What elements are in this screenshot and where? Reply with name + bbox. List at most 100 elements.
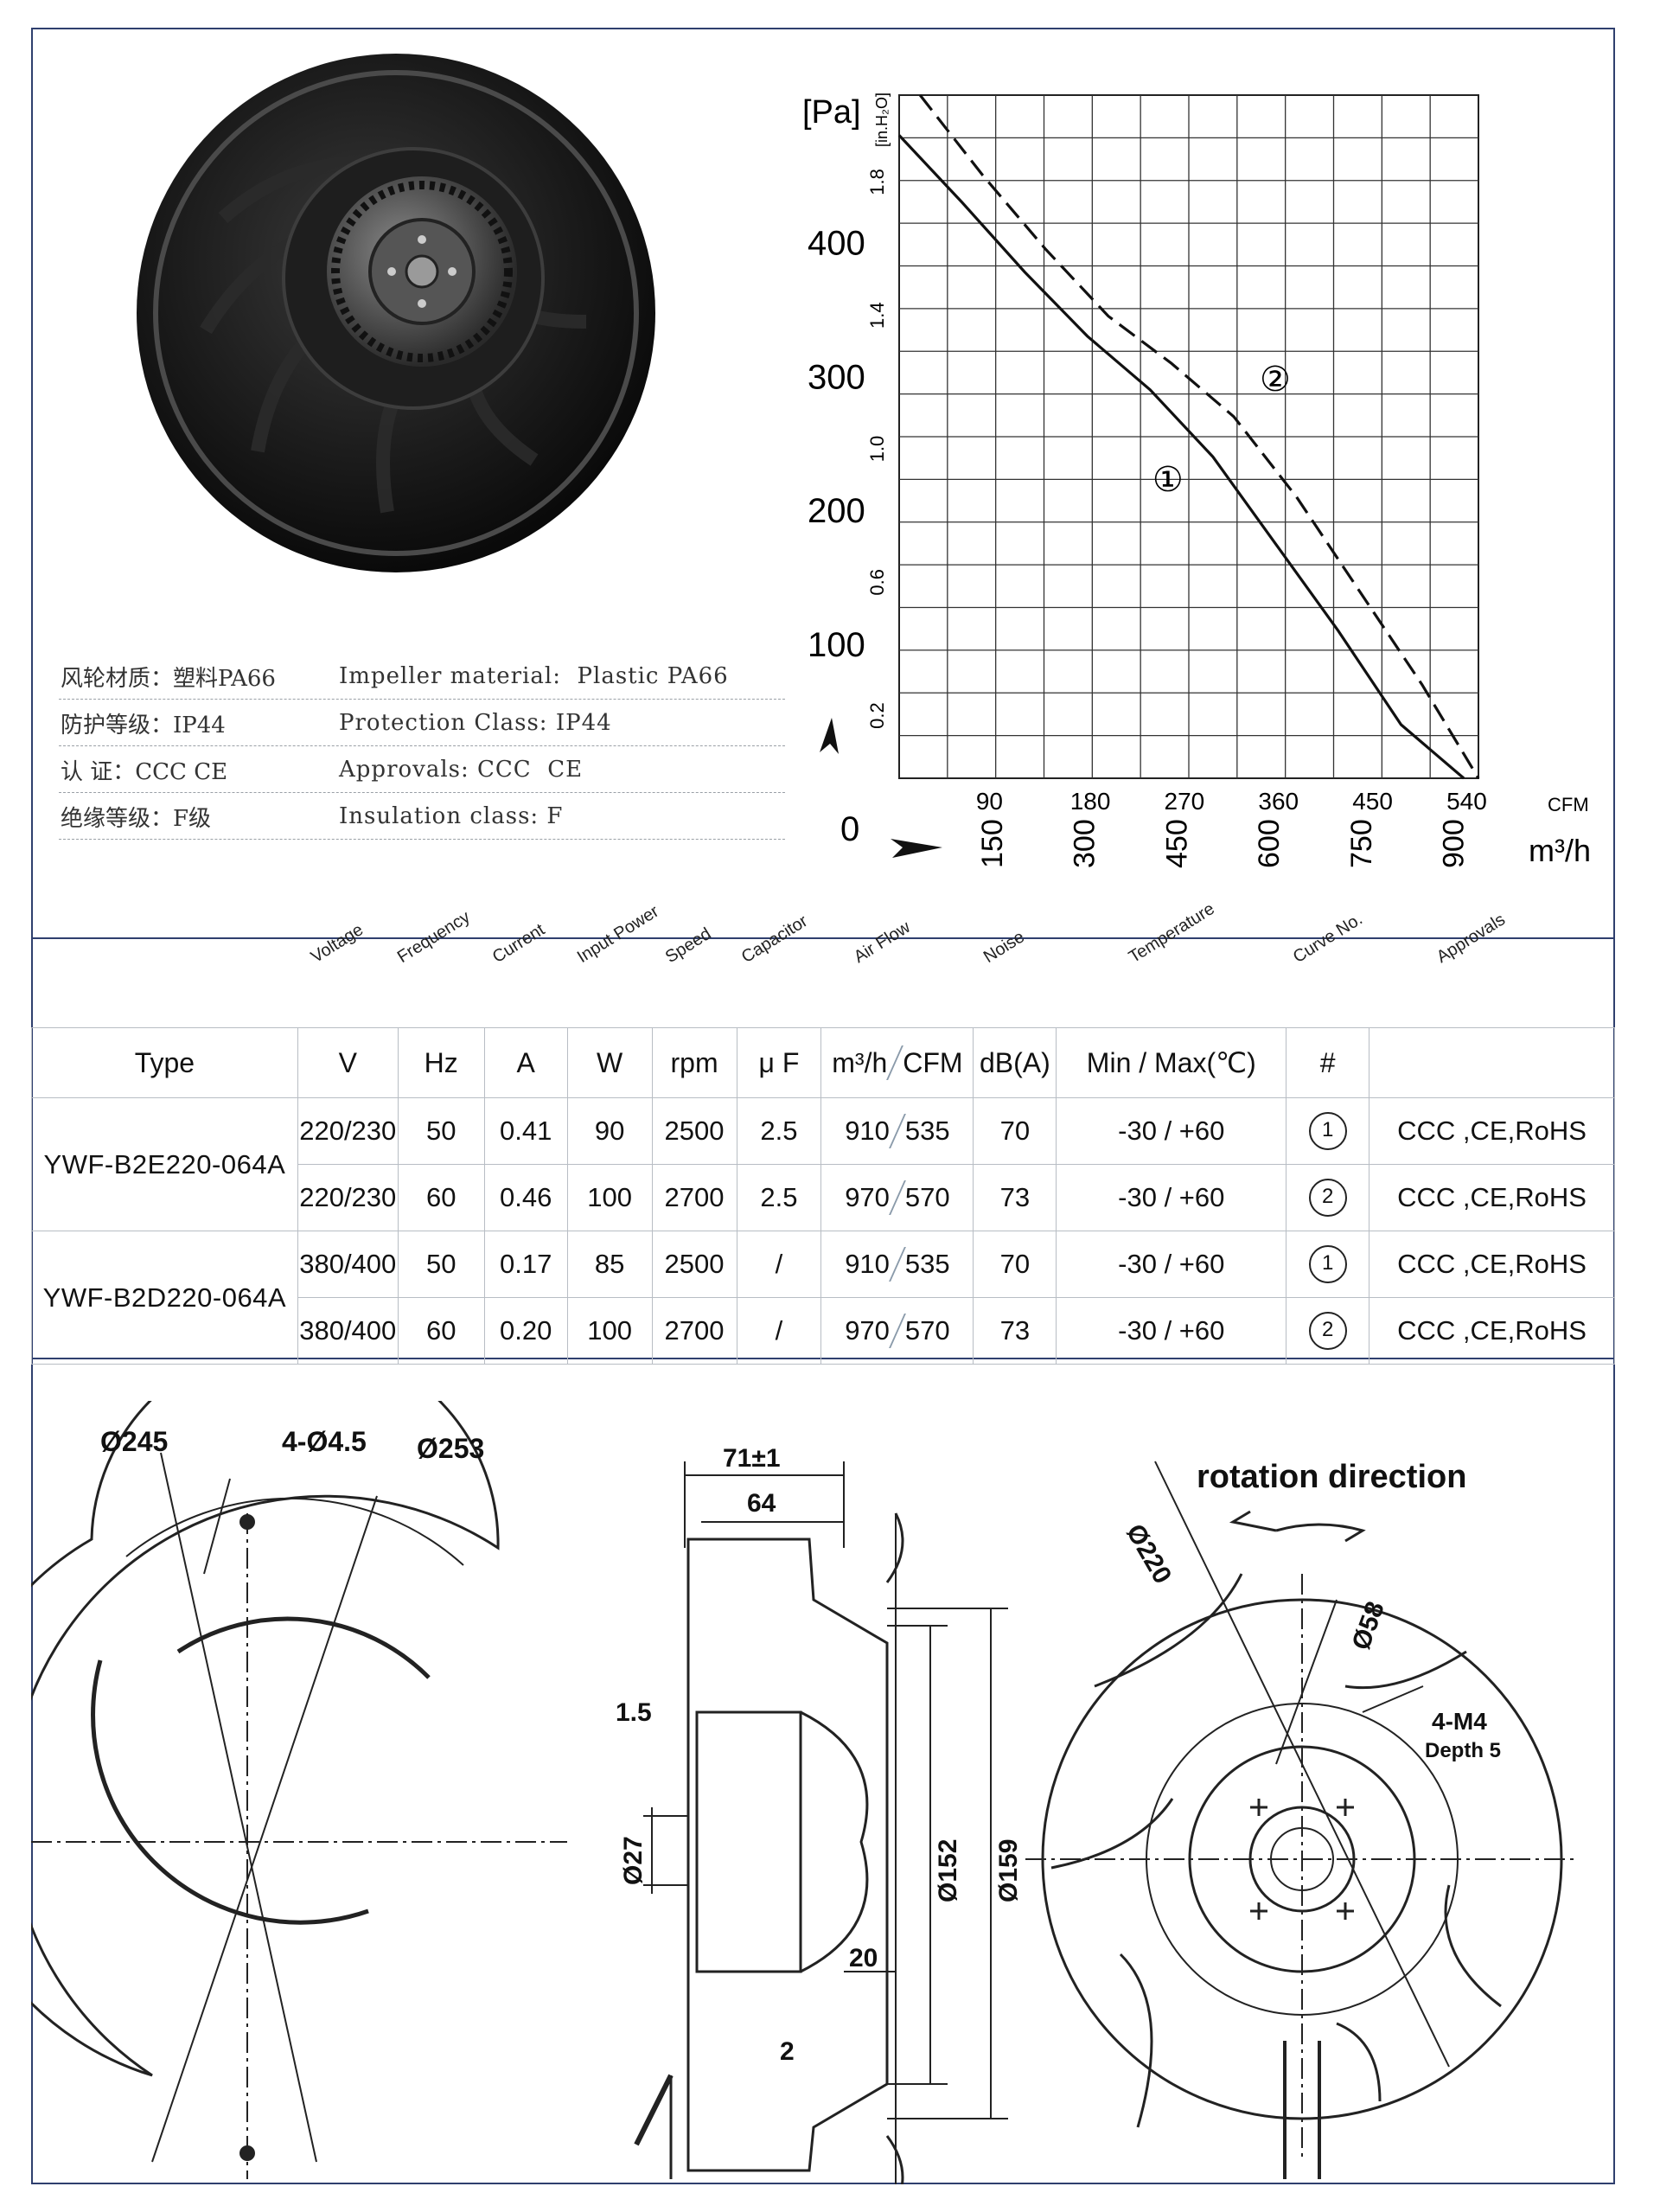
x-tick-cfm: 540 [1446,788,1487,815]
x-unit-cfm: CFM [1548,794,1589,815]
airflow-cfm: 535 [904,1249,950,1279]
slash-divider [889,1180,906,1215]
airflow-m3h: 910 [845,1249,890,1279]
cell-approvals: CCC ,CE,RoHS [1369,1097,1615,1165]
spec-en: Protection Class: IP44 [339,710,612,736]
y-tick-label: 100 [808,626,865,664]
cell-current: 0.20 [483,1297,568,1365]
spec-line: 认 证：CCC CE Approvals: CCC CE [59,747,785,793]
y-unit-label: [Pa] [802,94,861,131]
chart-grid [898,94,1479,779]
unit-type: Type [31,1027,298,1098]
cell-curve: 1 [1286,1231,1370,1298]
curve-number-badge: 2 [1308,1179,1347,1217]
y2-tick-label: 1.8 [866,169,888,195]
cell-temperature: -30 / +60 [1056,1097,1287,1165]
cell-temperature: -30 / +60 [1056,1231,1287,1298]
x-unit-m3h: m³/h [1529,833,1591,868]
cell-frequency: 50 [397,1097,485,1165]
unit-curve: # [1286,1027,1370,1098]
dim-d58: Ø58 [1347,1598,1390,1654]
cell-noise: 73 [973,1297,1057,1365]
spec-en: Impeller material: Plastic PA66 [339,663,729,689]
dim-holes: 4-Ø4.5 [282,1426,367,1457]
cell-current: 0.46 [483,1164,568,1231]
x-tick-cfm: 90 [976,788,1003,815]
cell-frequency: 50 [397,1231,485,1298]
dim-thread: 4-M4 [1432,1708,1487,1735]
dim-71: 71±1 [723,1444,781,1473]
dim-d245: Ø245 [100,1426,168,1457]
dimension-drawings: Ø245 4-Ø4.5 Ø253 71±1 64 1.5 Ø27 Ø152 Ø1… [31,1401,1579,2184]
curve-label-1: ① [1152,461,1184,499]
x-tick-m3h: 900 [1438,819,1471,868]
rear-view-drawing [1025,1461,1579,2179]
cell-capacitor: / [736,1231,822,1298]
x-axis-arrow [891,839,942,858]
cell-speed: 2500 [651,1097,737,1165]
unit-temp: Min / Max(℃) [1056,1027,1287,1098]
cell-approvals: CCC ,CE,RoHS [1369,1297,1615,1365]
cell-voltage: 220/230 [297,1097,399,1165]
x-tick-cfm: 180 [1070,788,1111,815]
unit-cfm: CFM [903,1046,963,1078]
unit-rpm: rpm [651,1027,737,1098]
unit-approvals [1369,1027,1615,1098]
airflow-cfm: 570 [904,1315,950,1346]
cell-capacitor: / [736,1297,822,1365]
spec-cn: 认 证：CCC CE [61,758,228,785]
spec-cn: 风轮材质：塑料PA66 [61,665,276,692]
cell-speed: 2700 [651,1297,737,1365]
fan-product-photo [137,54,655,572]
y2-unit-label: [in.H₂O] [873,93,891,147]
y-axis-arrow [820,718,839,754]
cell-current: 0.41 [483,1097,568,1165]
dim-d159: Ø159 [994,1839,1023,1902]
front-view-drawing [31,1401,567,2179]
cell-temperature: -30 / +60 [1056,1164,1287,1231]
cell-noise: 70 [973,1231,1057,1298]
dim-2: 2 [780,2037,795,2066]
spec-en: Approvals: CCC CE [339,757,584,783]
cell-approvals: CCC ,CE,RoHS [1369,1231,1615,1298]
y2-tick-label: 1.0 [866,436,888,463]
cell-noise: 70 [973,1097,1057,1165]
slash-divider [889,1114,906,1148]
airflow-m3h: 970 [845,1315,890,1346]
unit-hz: Hz [397,1027,485,1098]
unit-a: A [483,1027,568,1098]
spec-line: 绝缘等级：F级 Insulation class: F [59,794,785,840]
slash-divider [889,1314,906,1348]
cell-curve: 2 [1286,1164,1370,1231]
x-tick-m3h: 450 [1160,819,1193,868]
dim-d152: Ø152 [934,1839,962,1902]
cell-power: 100 [566,1164,653,1231]
x-tick-m3h: 600 [1253,819,1286,868]
side-view-drawing [634,1461,1008,2184]
x-tick-m3h: 750 [1345,819,1378,868]
x-tick-cfm: 450 [1352,788,1393,815]
curve-number-badge: 1 [1308,1245,1347,1283]
cell-temperature: -30 / +60 [1056,1297,1287,1365]
cell-speed: 2700 [651,1164,737,1231]
dim-d27: Ø27 [619,1836,648,1885]
cell-curve: 1 [1286,1097,1370,1165]
spec-cn: 绝缘等级：F级 [61,805,212,832]
x-tick-cfm: 360 [1258,788,1299,815]
unit-v: V [297,1027,399,1098]
y2-tick-label: 0.6 [866,569,888,596]
cell-voltage: 380/400 [297,1231,399,1298]
cell-power: 90 [566,1097,653,1165]
dim-64: 64 [747,1489,776,1518]
y2-tick-label: 0.2 [866,702,888,729]
mount-hole-marks [1250,1799,1354,1920]
y-tick-label: 200 [808,492,865,530]
cell-power: 85 [566,1231,653,1298]
